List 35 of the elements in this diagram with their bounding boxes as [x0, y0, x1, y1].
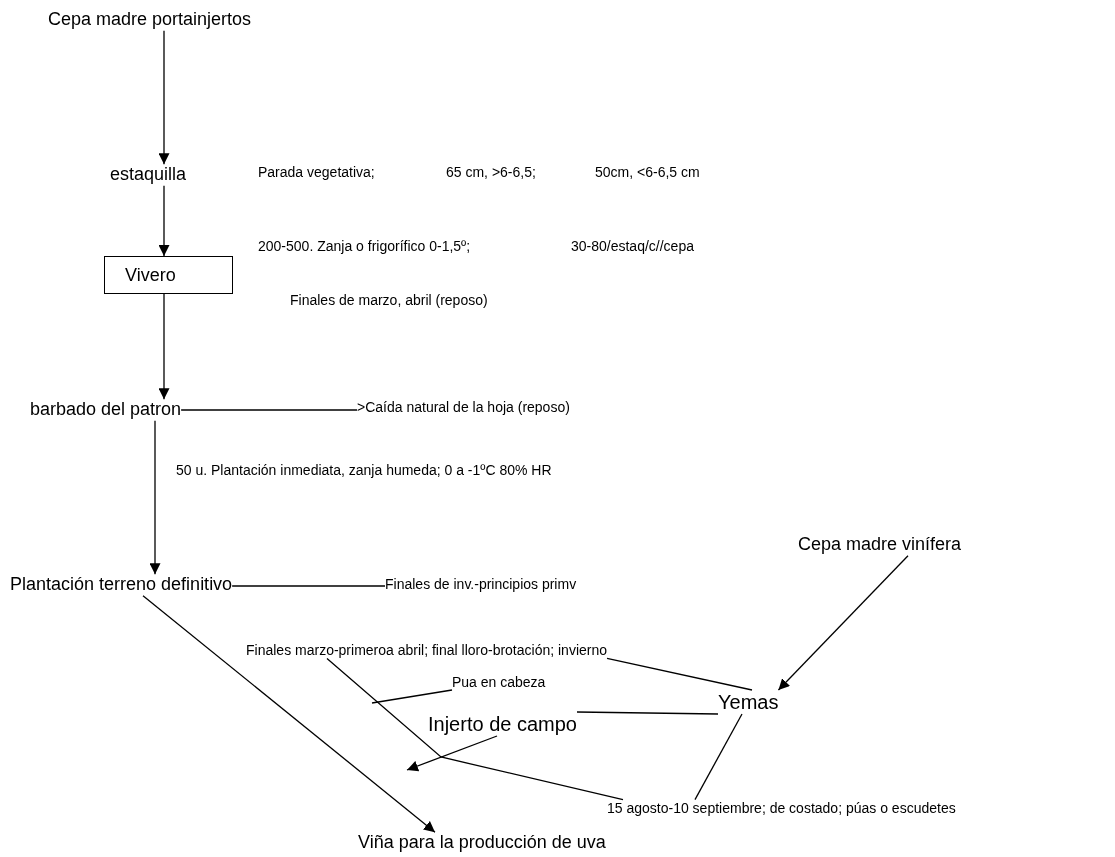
note-text: 50 u. Plantación inmediata, zanja humeda; 0 a -1ºC 80% HR — [176, 462, 552, 479]
connector-line — [326, 657, 624, 801]
arrow — [777, 555, 909, 691]
note-text: 30-80/estaq/c//cepa — [571, 238, 694, 255]
note-text: estaquilla — [110, 164, 187, 186]
connector-line — [606, 657, 753, 691]
arrow — [406, 735, 498, 772]
connector-line — [231, 585, 386, 587]
note-text: >Caída natural de la hoja (reposo) — [357, 398, 570, 416]
connector-line — [371, 689, 453, 704]
arrow — [158, 293, 170, 400]
note-text: 65 cm, >6-6,5; — [446, 164, 536, 181]
arrow — [142, 595, 436, 833]
note-text: Plantación terreno definitivo — [10, 574, 233, 596]
note-text: Finales marzo-primeroa abril; final lloro-brotación; invierno — [246, 641, 608, 659]
arrow — [158, 30, 170, 165]
note-text: Viña para la producción de uva — [358, 832, 606, 854]
note-text: barbado del patron — [30, 399, 182, 421]
note-text: 15 agosto-10 septiembre; de costado; púas o escudetes — [607, 799, 956, 817]
arrow — [158, 185, 170, 257]
note-text: 50cm, <6-6,5 cm — [595, 164, 700, 181]
arrow — [149, 420, 161, 575]
connector-line — [180, 409, 358, 411]
note-text: 200-500. Zanja o frigorífico 0-1,5º; — [258, 238, 471, 255]
note-text: Finales de inv.-principios primv — [385, 575, 577, 593]
step-label: Injerto de campo — [428, 712, 577, 736]
step-label: Yemas — [718, 690, 779, 714]
note-text: Finales de marzo, abril (reposo) — [290, 292, 488, 309]
connector-line — [694, 713, 743, 801]
step-label: Cepa madre vinífera — [798, 534, 962, 556]
note-text: Parada vegetativa; — [258, 164, 375, 181]
note-text: Pua en cabeza — [452, 673, 546, 691]
process-box: Vivero — [104, 256, 233, 294]
connector-line — [576, 711, 719, 715]
step-label: Cepa madre portainjertos — [48, 9, 252, 31]
